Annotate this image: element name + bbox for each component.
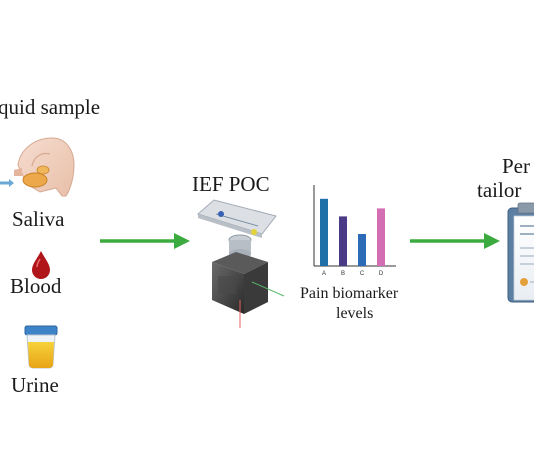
- biomarker-caption-line1: Pain biomarker: [300, 285, 399, 302]
- tick-label-b: B: [341, 271, 345, 277]
- device-label: IEF POC: [192, 172, 270, 196]
- sample-label-urine: Urine: [11, 373, 59, 397]
- sample-heading: quid sample: [0, 95, 101, 119]
- tick-label-d: D: [379, 271, 384, 277]
- bar-a: [320, 198, 328, 266]
- sample-label-blood: Blood: [10, 274, 62, 298]
- tick-label-c: C: [360, 271, 365, 277]
- sample-label-saliva: Saliva: [12, 207, 65, 231]
- clipboard-report-icon: [507, 202, 534, 303]
- bar-b: [339, 216, 347, 266]
- output-title-line2: tailor: [477, 178, 522, 202]
- bar-c: [358, 234, 366, 266]
- arrow-samples-to-device: [100, 233, 190, 249]
- urine-cup-icon: [24, 325, 58, 369]
- bar-d: [377, 208, 385, 266]
- biomarker-chart: A B C D: [313, 185, 396, 277]
- biomarker-caption-line2: levels: [336, 305, 374, 322]
- blood-drop-icon: [32, 251, 50, 279]
- ief-device-icon: [196, 199, 285, 328]
- arrow-chart-to-report: [410, 233, 500, 249]
- output-title-line1: Per: [502, 154, 530, 178]
- tick-label-a: A: [322, 271, 326, 277]
- face-profile-icon: [0, 137, 75, 197]
